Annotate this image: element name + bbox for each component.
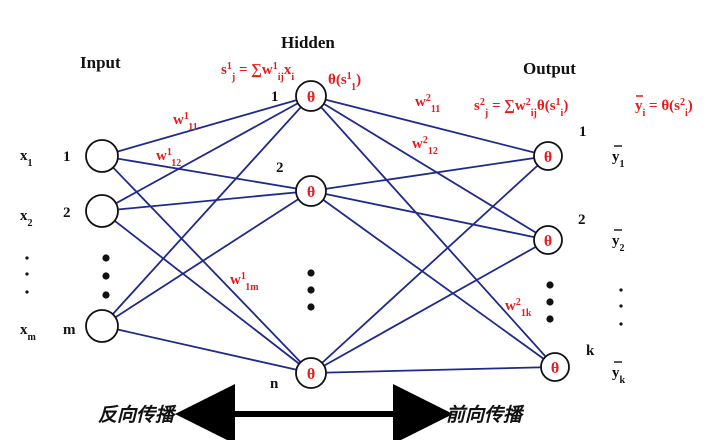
input-label-xm: xm bbox=[20, 322, 37, 343]
input-header: Input bbox=[80, 53, 121, 72]
output-label-y2: y2 bbox=[612, 229, 625, 254]
hidden-node-n: θ bbox=[295, 357, 327, 389]
output-node-1-symbol: θ bbox=[544, 149, 552, 166]
output-ellipsis-dots bbox=[546, 281, 554, 323]
svg-text:yk: yk bbox=[612, 365, 626, 386]
output-label-y1: y1 bbox=[612, 145, 625, 170]
svg-text:xm: xm bbox=[20, 322, 37, 343]
hidden-node-n-symbol: θ bbox=[307, 366, 315, 383]
edge-input-1-hidden-3 bbox=[101, 155, 312, 374]
edge-input-3-hidden-3 bbox=[101, 325, 312, 374]
hidden-ellipsis-dots bbox=[307, 269, 315, 311]
output-index-k: k bbox=[586, 343, 595, 359]
hidden-index-n: n bbox=[270, 376, 279, 392]
edge-input-3-hidden-1 bbox=[101, 95, 312, 327]
weight-w2-12: w212 bbox=[412, 135, 438, 157]
hidden-node-2: θ bbox=[295, 175, 327, 207]
edge-input-2-hidden-1 bbox=[101, 95, 312, 212]
hidden-index-1: 1 bbox=[271, 89, 279, 105]
edge-input-2-hidden-3 bbox=[101, 210, 312, 374]
hidden-index-2: 2 bbox=[276, 160, 284, 176]
backward-propagation-label: 反向传播 bbox=[98, 404, 177, 426]
edge-hidden-1-output-2 bbox=[310, 95, 549, 241]
output-label-yk: yk bbox=[612, 361, 626, 386]
output-sum-formula: s2j = ∑w2ijθ(s1i) bbox=[474, 97, 568, 119]
edge-input-3-hidden-2 bbox=[101, 190, 312, 327]
edge-hidden-2-output-1 bbox=[310, 155, 549, 192]
output-node-k: θ bbox=[540, 352, 570, 382]
hidden-node-2-symbol: θ bbox=[307, 184, 315, 201]
input-index-2: 2 bbox=[63, 205, 71, 221]
svg-text:y2: y2 bbox=[612, 233, 625, 254]
edge-input-2-hidden-2 bbox=[101, 190, 312, 212]
edge-hidden-2-output-2 bbox=[310, 190, 549, 241]
output-index-1: 1 bbox=[579, 124, 587, 140]
output-node-2-symbol: θ bbox=[544, 233, 552, 250]
hidden-header: Hidden bbox=[281, 33, 335, 52]
input-label-x1: x1 bbox=[20, 148, 33, 169]
output-node-2: θ bbox=[533, 225, 563, 255]
input-label-x2: x2 bbox=[20, 208, 33, 229]
edge-hidden-3-output-2 bbox=[310, 239, 549, 374]
edge-input-1-hidden-2 bbox=[101, 155, 312, 192]
weight-w1-11: w111 bbox=[173, 111, 198, 133]
edge-hidden-1-output-1 bbox=[310, 95, 549, 157]
edge-hidden-1-output-3 bbox=[310, 95, 556, 368]
connection-edges bbox=[101, 95, 556, 374]
input-index-1: 1 bbox=[63, 149, 71, 165]
hidden-node-1: θ bbox=[295, 80, 327, 112]
edge-hidden-3-output-1 bbox=[310, 155, 549, 374]
weight-w2-11: w211 bbox=[415, 93, 440, 115]
input-index-m: m bbox=[63, 322, 76, 338]
output-index-2: 2 bbox=[578, 212, 586, 228]
edge-input-1-hidden-1 bbox=[101, 95, 312, 157]
input-node-m bbox=[85, 309, 119, 343]
output-header: Output bbox=[523, 59, 576, 78]
input-ellipsis-small bbox=[25, 256, 29, 294]
edge-hidden-2-output-3 bbox=[310, 190, 556, 368]
network-nodes: θ θ θ θ θ θ bbox=[85, 80, 570, 389]
edge-hidden-3-output-3 bbox=[310, 366, 556, 374]
forward-propagation-label: 前向传播 bbox=[446, 404, 525, 426]
input-node-2 bbox=[85, 194, 119, 228]
svg-text:x2: x2 bbox=[20, 208, 33, 229]
output-ellipsis-small bbox=[619, 288, 623, 326]
input-ellipsis-dots bbox=[102, 254, 110, 299]
hidden-node-1-symbol: θ bbox=[307, 89, 315, 106]
output-node-k-symbol: θ bbox=[551, 360, 559, 377]
output-node-1: θ bbox=[533, 141, 563, 171]
svg-text:x1: x1 bbox=[20, 148, 33, 169]
weight-w1-1m: w11m bbox=[230, 271, 259, 293]
output-activation-formula: yi = θ(s2i) bbox=[635, 95, 693, 119]
input-node-1 bbox=[85, 139, 119, 173]
hidden-activation-formula: θ(s11) bbox=[328, 71, 361, 93]
hidden-sum-formula: s1j = ∑w1ijxi bbox=[221, 61, 294, 83]
svg-text:y1: y1 bbox=[612, 149, 625, 170]
svg-text:yi = θ(s2i): yi = θ(s2i) bbox=[635, 97, 693, 119]
